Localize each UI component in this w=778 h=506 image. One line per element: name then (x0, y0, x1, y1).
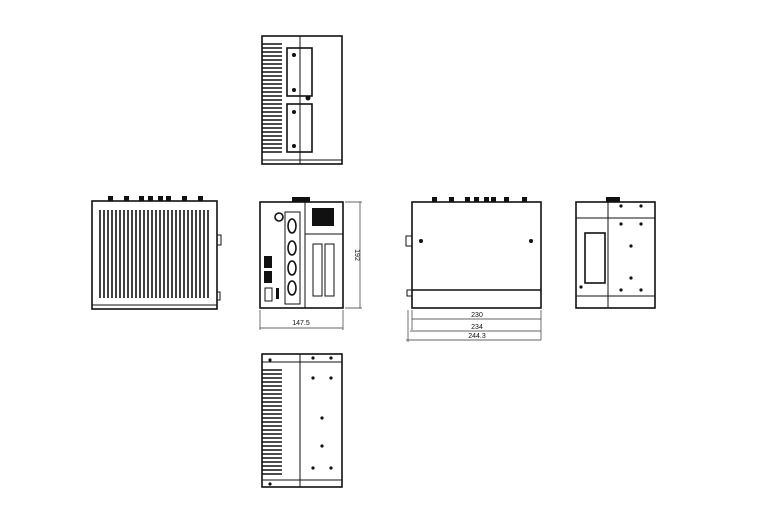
antenna-connector (465, 197, 470, 202)
front-view (259, 197, 344, 309)
front-height-dimension (345, 201, 362, 309)
antenna-connector (432, 197, 437, 202)
antenna-connector (484, 197, 489, 202)
front-height-label: 192 (353, 249, 360, 261)
antenna-connector (449, 197, 454, 202)
dim-244-label: 244.3 (468, 333, 486, 340)
bottom-view (261, 353, 343, 488)
long-side-view (405, 197, 542, 309)
dim-230-label: 230 (471, 312, 483, 319)
antenna-connector (504, 197, 509, 202)
antenna-connector (491, 197, 496, 202)
antenna-connector (474, 197, 479, 202)
long-side-dimensions (406, 310, 542, 342)
left-side-view (91, 196, 222, 310)
antenna-connector (166, 196, 171, 201)
right-view (575, 197, 656, 309)
antenna-connector (522, 197, 527, 202)
antenna-connector (124, 196, 129, 201)
antenna-connector (139, 196, 144, 201)
top-view (261, 35, 343, 165)
front-width-dimension (259, 310, 344, 330)
antenna-connector (158, 196, 163, 201)
dim-234-label: 234 (471, 324, 483, 331)
front-width-label: 147.5 (292, 320, 310, 327)
antenna-connector (198, 196, 203, 201)
antenna-connector (182, 196, 187, 201)
antenna-connector (108, 196, 113, 201)
antenna-connector (148, 196, 153, 201)
